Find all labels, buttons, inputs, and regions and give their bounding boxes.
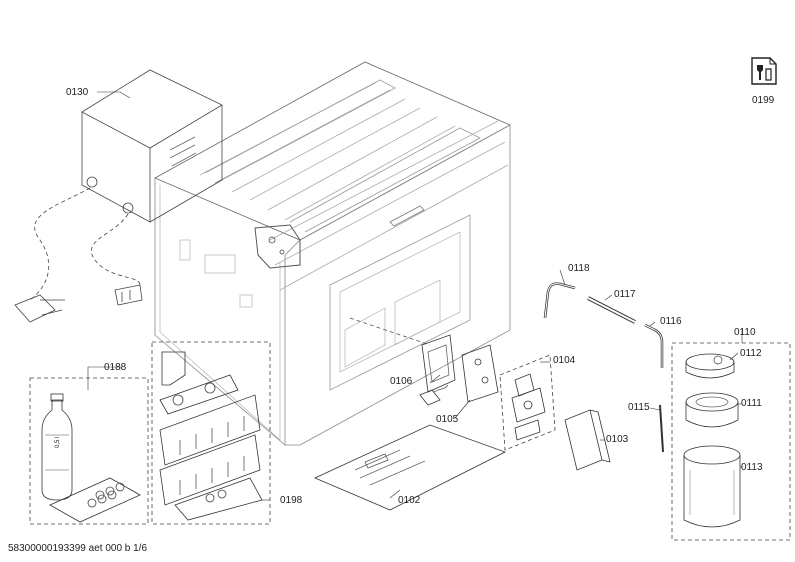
part-0130-module-box [14,69,223,323]
appliance-housing [154,61,511,446]
part-0188-cleaning-kit [29,377,149,525]
label-0130: 0130 [66,87,89,98]
label-0199: 0199 [752,95,775,106]
label-0110: 0110 [734,327,756,338]
part-0110-container-set [671,342,791,541]
label-0102: 0102 [398,495,421,506]
part-0102-plate [314,424,507,511]
label-0198: 0198 [280,495,303,506]
document-footer: 58300000193399 aet 000 b 1/6 [8,543,148,554]
label-0116: 0116 [660,316,682,327]
label-0113: 0113 [741,462,763,473]
label-0104: 0104 [553,355,576,366]
label-0117: 0117 [614,289,636,300]
label-0106: 0106 [390,376,413,387]
hoses [543,282,664,453]
label-0115: 0115 [628,402,650,413]
part-0104-valve-group [499,354,556,451]
part-0106-0105-module [419,334,499,406]
wrench-manual-icon [751,57,777,85]
label-0111: 0111 [741,398,762,409]
label-0188: 0188 [104,362,127,373]
bottle-label: 0,5 l [55,436,61,448]
leader-lines [87,91,743,501]
part-0103-block [564,409,611,471]
part-0198-parts-set [151,341,271,525]
label-0105: 0105 [436,414,459,425]
label-0103: 0103 [606,434,629,445]
label-0118: 0118 [568,263,590,274]
label-0112: 0112 [740,348,762,359]
